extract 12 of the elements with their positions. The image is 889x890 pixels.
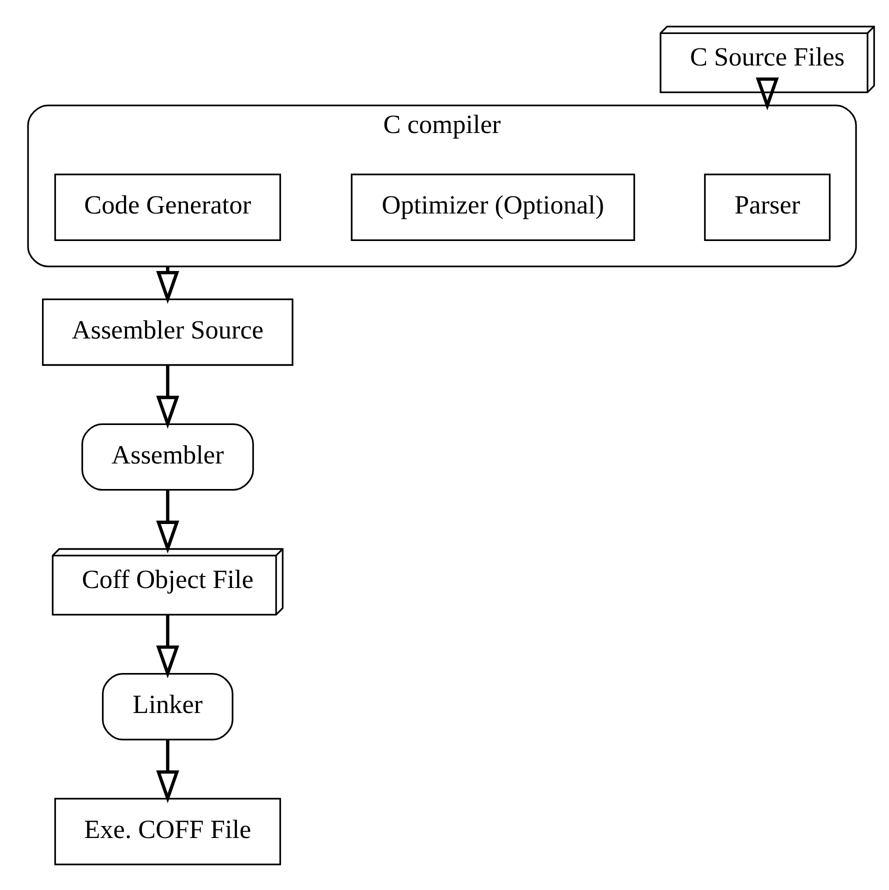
node-box: Optimizer (Optional)	[350, 173, 636, 240]
node-box: Code Generator	[54, 173, 282, 240]
node-box: Linker	[102, 672, 234, 740]
arrow	[156, 614, 180, 678]
node-box: Assembler	[81, 422, 254, 490]
node-box: Exe. COFF File	[54, 797, 282, 865]
arrow	[756, 77, 779, 110]
arrow	[156, 364, 180, 428]
arrow	[156, 739, 180, 803]
node-box: Assembler Source	[42, 298, 294, 366]
node-box: Parser	[704, 173, 831, 240]
arrow	[156, 489, 180, 554]
